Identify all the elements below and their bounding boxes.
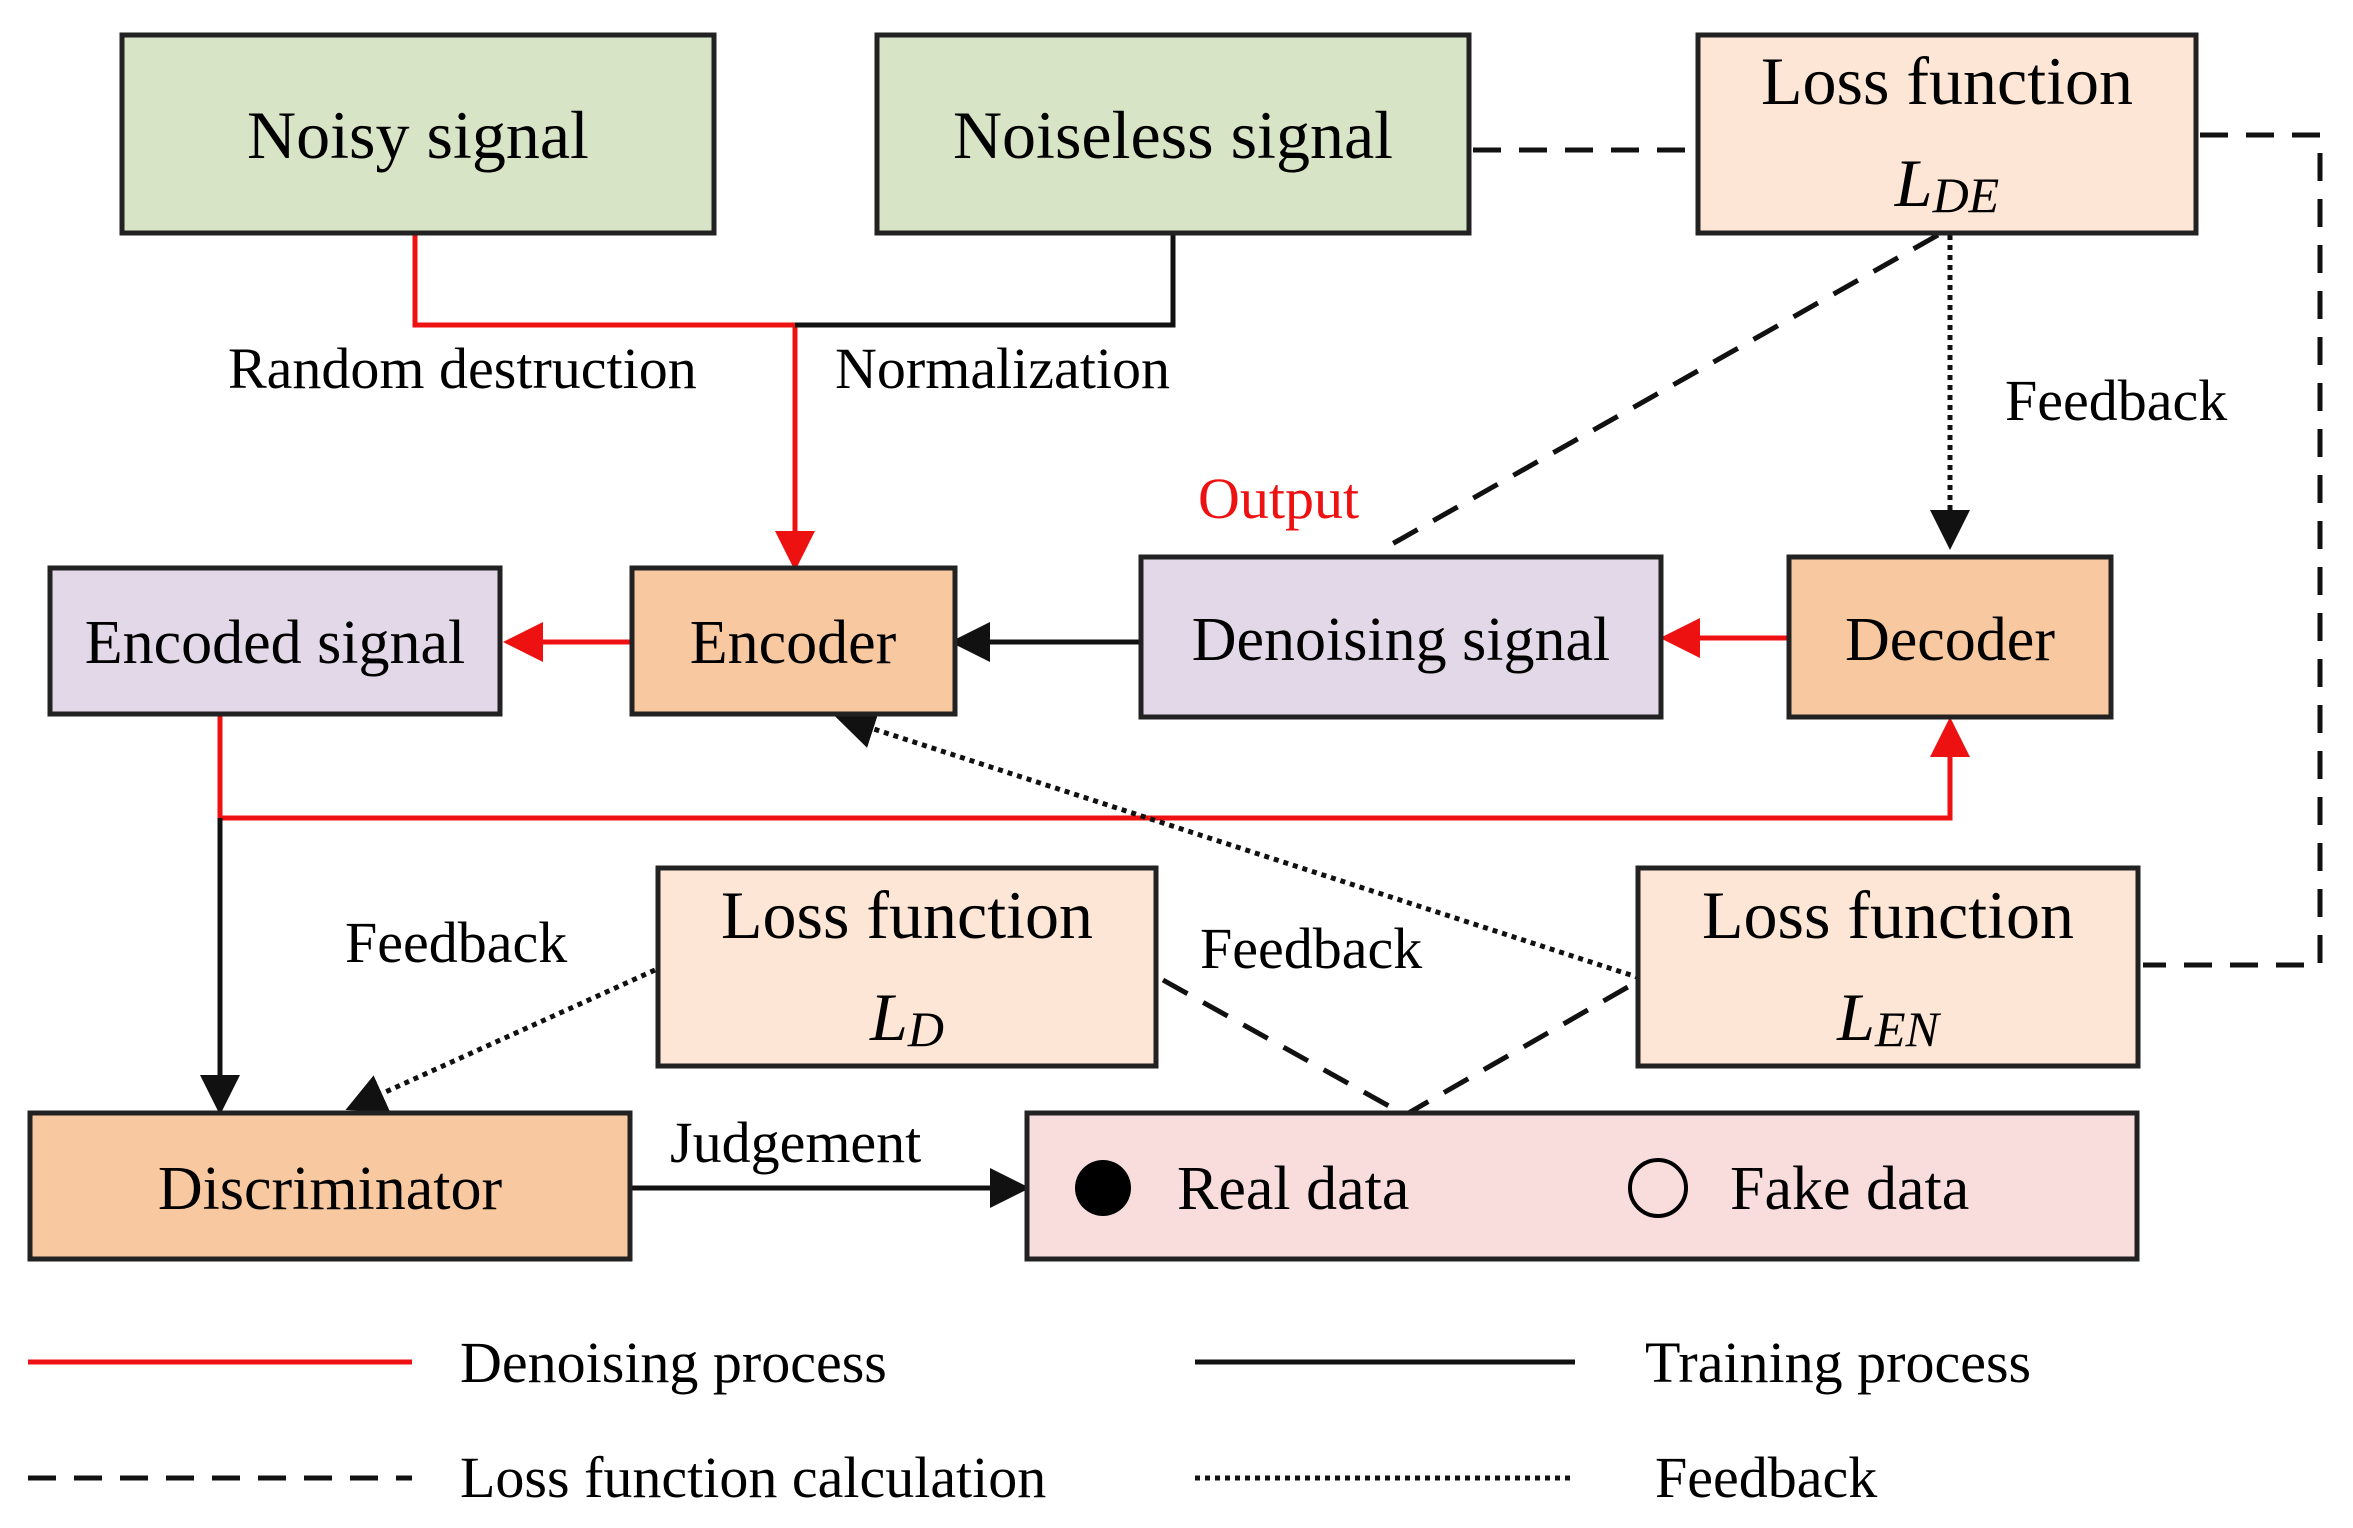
random-destruction-line — [412, 233, 815, 571]
encoder-label: Encoder — [690, 609, 897, 677]
loss-de-title: Loss function — [1761, 43, 2133, 119]
noisy-signal-box: Noisy signal — [119, 32, 717, 236]
loss-de-to-denoising-dash — [1383, 232, 1940, 551]
loss-function-en-box: Loss function LEN — [1635, 865, 2141, 1069]
encoded-signal-label: Encoded signal — [85, 609, 466, 677]
noiseless-signal-box: Noiseless signal — [874, 32, 1472, 236]
denoising-signal-box: Denoising signal — [1138, 554, 1664, 720]
real-fake-data-box: Real data Fake data — [1024, 1110, 2140, 1262]
feedback-to-discriminator — [345, 967, 657, 1112]
loss-d-symbol: LD — [869, 979, 944, 1057]
feedback-label-right: Feedback — [2005, 368, 2227, 433]
noisy-signal-label: Noisy signal — [247, 97, 589, 173]
decoder-box: Decoder — [1786, 554, 2114, 720]
loss-en-symbol: LEN — [1836, 979, 1941, 1057]
feedback-to-encoder — [835, 709, 1641, 981]
feedback-label-left: Feedback — [345, 910, 567, 975]
legend-training-label: Training process — [1645, 1330, 2031, 1395]
loss-de-to-loss-en-dash — [2143, 132, 2323, 968]
random-destruction-label: Random destruction — [228, 336, 697, 401]
feedback-label-mid: Feedback — [1200, 916, 1422, 981]
loss-en-title: Loss function — [1702, 877, 2074, 953]
normalization-label: Normalization — [835, 336, 1170, 401]
decoder-label: Decoder — [1845, 606, 2055, 674]
legend: Denoising process Training process Loss … — [28, 1330, 2031, 1510]
fake-data-circle-icon — [1628, 1158, 1688, 1218]
loss-to-data-dash — [1161, 977, 1642, 1118]
real-data-label: Real data — [1177, 1155, 1409, 1223]
loss-d-title: Loss function — [721, 877, 1093, 953]
legend-denoising-label: Denoising process — [460, 1330, 887, 1395]
real-data-dot-icon — [1075, 1160, 1131, 1216]
noiseless-signal-label: Noiseless signal — [953, 97, 1393, 173]
loss-de-symbol: LDE — [1894, 145, 1999, 223]
output-label: Output — [1198, 466, 1359, 531]
loss-function-d-box: Loss function LD — [655, 865, 1159, 1069]
fake-data-label: Fake data — [1730, 1155, 1969, 1223]
denoising-signal-label: Denoising signal — [1192, 606, 1610, 674]
encoder-box: Encoder — [629, 565, 958, 717]
discriminator-box: Discriminator — [27, 1110, 633, 1262]
judgement-label: Judgement — [670, 1110, 921, 1175]
normalization-line — [795, 233, 1176, 328]
legend-feedback-label: Feedback — [1655, 1445, 1877, 1510]
discriminator-label: Discriminator — [158, 1155, 503, 1223]
legend-loss-label: Loss function calculation — [460, 1445, 1046, 1510]
encoded-to-decoder-line — [217, 714, 1970, 821]
encoded-signal-box: Encoded signal — [47, 565, 503, 717]
loss-function-de-box: Loss function LDE — [1695, 32, 2199, 236]
